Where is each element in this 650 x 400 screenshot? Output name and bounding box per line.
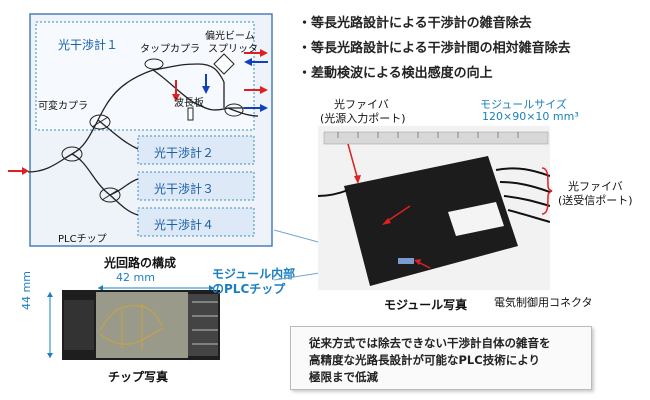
output-coupler-icon bbox=[224, 103, 244, 117]
input-arrow-icon bbox=[8, 167, 29, 175]
label-variable-coupler: 可変カプラ bbox=[38, 101, 88, 112]
summary-note: 従来方式では除去できない干渉計自体の雑音を 高精度な光路長設計が可能なPLC技術… bbox=[290, 326, 592, 390]
fiber-in-label-2: (光源入力ポート) bbox=[320, 112, 406, 125]
chip-photo bbox=[62, 290, 220, 360]
bullet-3: ・差動検波による検出感度の向上 bbox=[298, 66, 493, 81]
bullet-2: ・等長光路設計による干渉計間の相対雑音除去 bbox=[298, 41, 571, 56]
variable-coupler-top-icon bbox=[89, 114, 111, 130]
label-interferometer-1: 光干渉計１ bbox=[58, 38, 119, 52]
variable-coupler-bottom-icon bbox=[99, 187, 121, 203]
connector-label: 電気制御用コネクタ bbox=[494, 296, 593, 309]
variable-coupler-icon bbox=[61, 146, 83, 162]
circuit-caption: 光回路の構成 bbox=[104, 256, 177, 270]
interferometer-3-box bbox=[137, 171, 255, 201]
waveplate-icon bbox=[187, 107, 194, 121]
interferometer-4-box bbox=[137, 207, 255, 237]
module-photo bbox=[318, 126, 550, 290]
label-interferometer-4: 光干渉計４ bbox=[154, 218, 215, 232]
couplers bbox=[61, 58, 244, 203]
chip-photo-caption: チップ写真 bbox=[108, 370, 169, 384]
fiber-out-brace-icon bbox=[541, 167, 553, 215]
label-pbs-line1: 偏光ビーム bbox=[205, 31, 255, 42]
chip-width-arrow-icon bbox=[98, 285, 214, 291]
tap-coupler-icon bbox=[144, 58, 164, 70]
label-pbs-line2: スプリッタ bbox=[208, 44, 258, 55]
module-inner-label-1: モジュール内部 bbox=[212, 267, 296, 281]
fiber-out-label-1: 光ファイバ bbox=[568, 180, 623, 193]
label-plc-chip: PLCチップ bbox=[58, 234, 107, 245]
circuit-svg bbox=[24, 13, 273, 247]
fiber-in-label-1: 光ファイバ bbox=[334, 98, 389, 111]
chip-width-label: 42 mm bbox=[116, 271, 155, 284]
chip-height-arrow-icon bbox=[47, 292, 53, 358]
note-line-3: 極限まで低減 bbox=[309, 370, 378, 384]
chip-photo-art bbox=[62, 290, 220, 360]
label-interferometer-3: 光干渉計３ bbox=[154, 182, 215, 196]
label-waveplate: 波長板 bbox=[174, 98, 204, 109]
module-inner-label-2: のPLCチップ bbox=[212, 282, 286, 296]
output-arrows-icon bbox=[244, 49, 268, 112]
module-size-label: モジュールサイズ bbox=[480, 98, 567, 111]
bullet-1: ・等長光路設計による干渉計の雑音除去 bbox=[298, 16, 532, 31]
interferometer-2-box bbox=[137, 135, 255, 165]
pbs-icon bbox=[213, 53, 235, 75]
label-interferometer-2: 光干渉計２ bbox=[154, 146, 215, 160]
note-line-2: 高精度な光路長設計が可能なPLC技術により bbox=[309, 353, 540, 367]
note-line-1: 従来方式では除去できない干渉計自体の雑音を bbox=[309, 336, 551, 350]
module-size-value: 120×90×10 mm³ bbox=[482, 110, 579, 123]
module-photo-caption: モジュール写真 bbox=[384, 298, 468, 312]
label-tap-coupler: タップカプラ bbox=[140, 44, 200, 55]
module-photo-art bbox=[318, 131, 550, 286]
fiber-out-label-2: (送受信ポート) bbox=[558, 194, 633, 207]
interferometer-1-box bbox=[35, 21, 255, 131]
circuit-diagram bbox=[24, 12, 274, 248]
